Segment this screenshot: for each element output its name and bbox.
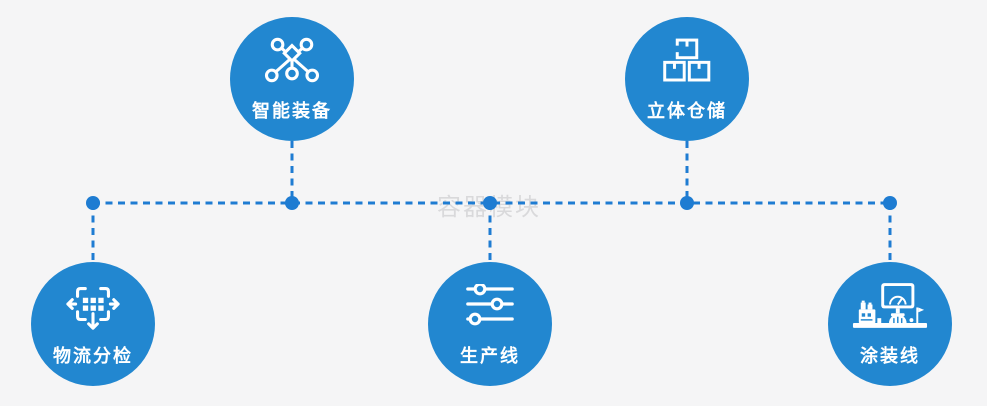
node-warehouse[interactable]: 立体仓储 (625, 17, 749, 141)
network-nodes-icon (264, 37, 320, 83)
node-label: 生产线 (460, 346, 520, 366)
icon-wrap (625, 29, 749, 91)
sliders-icon (466, 284, 514, 326)
junction-dot (483, 196, 497, 210)
node-smart-equipment[interactable]: 智能装备 (230, 17, 354, 141)
node-label: 物流分检 (53, 346, 133, 366)
junction-dots (86, 196, 897, 210)
node-production-line[interactable]: 生产线 (428, 262, 552, 386)
junction-dot (680, 196, 694, 210)
icon-wrap (230, 29, 354, 91)
node-painting-line[interactable]: 涂装线 (828, 262, 952, 386)
control-station-icon (852, 282, 928, 328)
node-label: 智能装备 (252, 101, 332, 121)
node-label: 立体仓储 (647, 101, 727, 121)
junction-dot (285, 196, 299, 210)
icon-wrap (828, 274, 952, 336)
junction-dot (883, 196, 897, 210)
junction-dot (86, 196, 100, 210)
node-label: 涂装线 (860, 346, 920, 366)
node-logistics-sorting[interactable]: 物流分检 (31, 262, 155, 386)
distribute-arrows-icon (66, 287, 120, 330)
icon-wrap (428, 274, 552, 336)
icon-wrap (31, 274, 155, 336)
stacked-boxes-icon (663, 38, 711, 81)
